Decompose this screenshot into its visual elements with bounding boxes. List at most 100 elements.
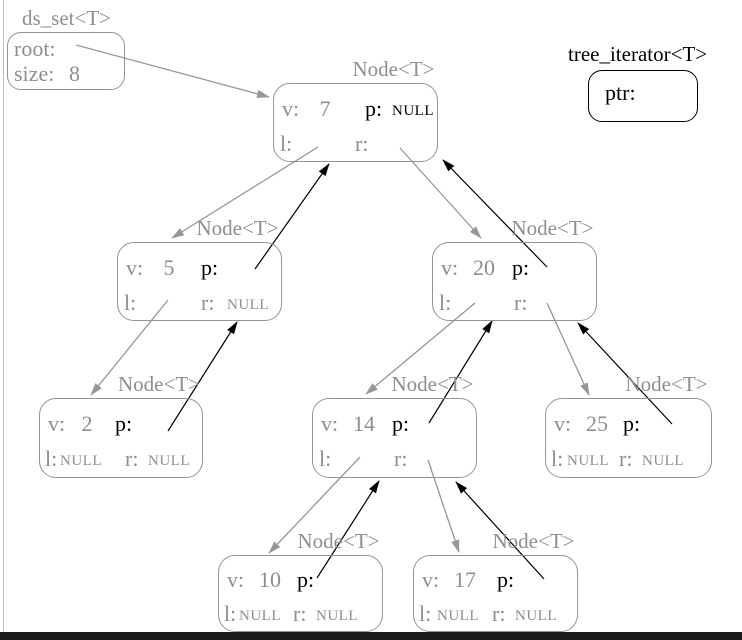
node-10-box [218,555,383,632]
node-25-r-value: NULL [642,453,684,469]
edge-node20-l-to-node14 [365,302,476,395]
node-2-v-value: 2 [81,411,93,436]
node-14-v-label: v: [321,411,339,436]
node-14: Node<T> v: 14 p: l: r: [312,374,477,478]
node-2-title: Node<T> [117,372,200,396]
node-7-title: Node<T> [352,57,435,81]
ds-set-box [7,32,125,90]
node-17-l-label: l: [419,601,432,626]
node-17-v-label: v: [422,567,440,592]
node-20-p-label: p: [512,255,530,280]
node-2-p-label: p: [115,411,133,436]
node-20-r-label: r: [514,290,528,315]
node-17-v-value: 17 [454,567,476,592]
node-25-v-label: v: [554,411,572,436]
node-17-title: Node<T> [492,529,575,553]
node-20: Node<T> v: 20 p: l: r: [432,218,597,321]
node-10-p-label: p: [297,567,315,592]
node-5-l-label: l: [124,290,137,315]
node-10-r-label: r: [293,601,307,626]
edge-node20-p-to-node7 [442,159,548,268]
node-17-r-label: r: [492,601,506,626]
node-25-p-label: p: [623,411,641,436]
node-25-r-label: r: [619,446,633,471]
node-2-r-label: r: [125,446,139,471]
edge-node5-l-to-node2 [90,299,169,396]
node-5-v-value: 5 [163,255,175,280]
node-5-v-label: v: [126,255,144,280]
node-25: Node<T> v: 25 p: l: NULL r: NULL [545,374,712,478]
iterator-box [588,70,698,122]
node-10: Node<T> v: 10 p: l: NULL r: NULL [218,531,383,632]
edge-node20-r-to-node25 [546,302,590,396]
edge-node14-l-to-node10 [268,456,361,554]
node-7-r-label: r: [355,131,369,156]
node-10-v-label: v: [227,567,245,592]
bottom-bar [0,632,742,640]
node-17: Node<T> v: 17 p: l: NULL r: NULL [413,531,578,632]
node-25-l-value: NULL [567,453,609,469]
node-17-r-value: NULL [515,608,557,624]
node-7-l-label: l: [280,131,293,156]
node-25-v-value: 25 [586,411,608,436]
node-5-r-value: NULL [227,297,269,313]
node-17-p-label: p: [497,567,515,592]
ds-set-root-label: root: [14,36,56,61]
node-25-l-label: l: [551,446,564,471]
left-border-line [3,0,4,632]
edge-node25-p-to-node20 [577,322,673,425]
node-7-box [273,83,438,162]
node-2-l-label: l: [45,446,58,471]
node-5-box [117,242,282,321]
node-14-r-label: r: [394,446,408,471]
node-20-box [432,242,597,321]
edge-node14-p-to-node20 [428,320,493,424]
ds-set-size-label: size: [14,61,55,86]
node-7-p-value: NULL [392,103,434,119]
node-20-l-label: l: [439,290,452,315]
node-7-p-label: p: [365,96,383,121]
node-5: Node<T> v: 5 p: l: r: NULL [117,218,282,321]
edge-node14-r-to-node17 [427,459,460,553]
node-14-l-label: l: [319,446,332,471]
node-14-v-value: 14 [353,411,375,436]
node-7-v-value: 7 [319,96,331,121]
node-7: Node<T> v: 7 p: NULL l: r: [273,59,438,162]
node-10-r-value: NULL [316,608,358,624]
edge-node7-l-to-node5 [171,146,319,239]
node-25-title: Node<T> [625,372,708,396]
node-14-box [312,398,477,478]
node-10-title: Node<T> [297,529,380,553]
ds-set-title: ds_set<T> [22,6,112,30]
node-20-title: Node<T> [511,216,594,240]
edge-node2-p-to-node5 [167,321,238,432]
iterator-ptr-label: ptr: [605,80,636,105]
node-20-v-label: v: [441,255,459,280]
node-10-l-label: l: [224,601,237,626]
iterator-title: tree_iterator<T> [568,42,708,66]
node-10-v-value: 10 [259,567,281,592]
node-14-title: Node<T> [391,372,474,396]
node-25-box [545,398,712,478]
node-7-v-label: v: [282,96,300,121]
node-2-v-label: v: [48,411,66,436]
node-2-r-value: NULL [148,453,190,469]
edge-node7-r-to-node20 [399,147,482,239]
node-5-p-label: p: [201,255,219,280]
node-10-l-value: NULL [239,608,281,624]
node-20-v-value: 20 [473,255,495,280]
node-14-p-label: p: [392,411,410,436]
ds-set-size-value: 8 [69,61,80,86]
node-2: Node<T> v: 2 p: l: NULL r: NULL [39,374,203,478]
edge-root-to-node7 [75,44,270,98]
node-2-box [39,398,203,478]
node-17-box [413,555,578,632]
node-17-l-value: NULL [437,608,479,624]
node-2-l-value: NULL [60,453,102,469]
ds-set-panel: ds_set<T> root: size: 8 [7,8,125,90]
node-5-title: Node<T> [196,216,279,240]
iterator-panel: tree_iterator<T> ptr: [568,44,707,122]
node-5-r-label: r: [201,290,215,315]
